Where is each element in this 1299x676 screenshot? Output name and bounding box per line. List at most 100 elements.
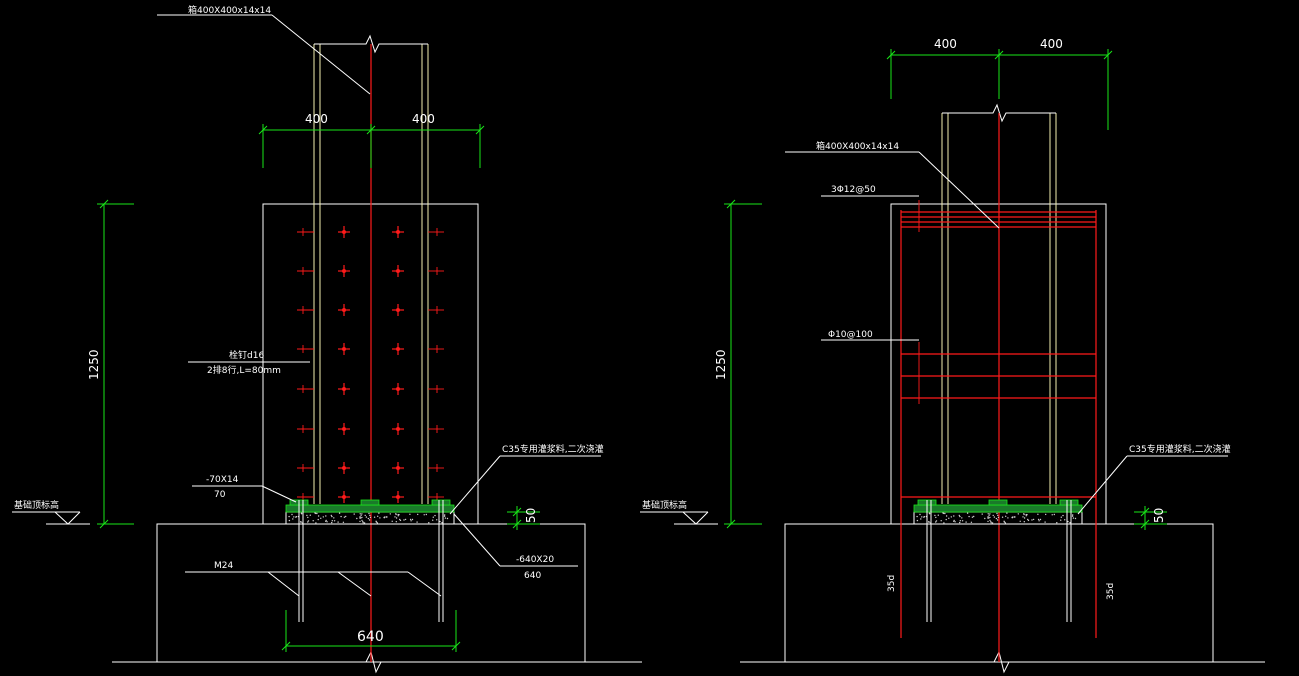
- grout-hatch-dot: [1053, 513, 1056, 516]
- grout-hatch-dot: [1004, 522, 1007, 524]
- grout-hatch-dot: [446, 517, 449, 520]
- grout-hatch-dot: [368, 512, 370, 515]
- grout-hatch-dot: [307, 520, 310, 522]
- grout-hatch-dot: [397, 515, 399, 517]
- left-dim-grout: [507, 506, 540, 530]
- grout-hatch-dot: [425, 513, 427, 516]
- grout-hatch-dot: [950, 516, 952, 518]
- grout-hatch-dot: [288, 519, 291, 522]
- grout-hatch-dot: [340, 515, 342, 518]
- shear-stud-head: [396, 308, 400, 312]
- right-detail: 400 400 箱400X400x14x14 3Φ12@50 Φ10@100 1…: [640, 37, 1265, 674]
- grout-hatch-dot: [360, 514, 362, 516]
- grout-hatch-dot: [990, 522, 992, 524]
- grout-hatch-dot: [312, 520, 314, 522]
- grout-hatch-dot: [428, 522, 430, 524]
- grout-hatch-dot: [389, 513, 391, 515]
- grout-hatch-dot: [288, 515, 290, 518]
- grout-hatch-dot: [443, 515, 446, 517]
- right-grout-label: C35专用灌浆料,二次浇灌: [1129, 443, 1231, 455]
- grout-hatch-dot: [394, 516, 396, 518]
- grout-hatch-dot: [988, 514, 990, 516]
- grout-hatch-dot: [1074, 517, 1077, 520]
- grout-hatch-dot: [981, 513, 983, 515]
- grout-hatch-dot: [409, 513, 411, 515]
- grout-hatch-dot: [916, 519, 919, 522]
- grout-hatch-dot: [1019, 520, 1021, 522]
- shear-stud-head: [342, 495, 346, 499]
- grout-hatch-dot: [333, 520, 336, 522]
- shear-stud-head: [396, 427, 400, 431]
- grout-hatch-dot: [316, 512, 318, 515]
- grout-hatch-dot: [995, 517, 998, 520]
- grout-hatch-dot: [356, 517, 358, 520]
- grout-hatch-dot: [1013, 516, 1015, 518]
- grout-hatch-dot: [326, 521, 328, 523]
- grout-hatch-dot: [1037, 518, 1040, 521]
- grout-hatch-dot: [317, 518, 319, 521]
- grout-hatch-dot: [1044, 521, 1046, 523]
- grout-hatch-dot: [1001, 516, 1004, 518]
- right-dim-grout: [1134, 506, 1167, 530]
- left-dim-top-left-text: 400: [305, 112, 328, 126]
- shear-stud-head: [342, 427, 346, 431]
- right-anchor-right-label: 35d: [1106, 583, 1116, 600]
- grout-hatch-dot: [992, 514, 994, 517]
- grout-hatch-dot: [434, 514, 436, 517]
- right-stirrup-label: Φ10@100: [828, 330, 873, 340]
- grout-hatch-dot: [997, 514, 999, 517]
- right-anchor-left-label: 35d: [887, 575, 897, 592]
- grout-hatch-dot: [359, 513, 361, 515]
- grout-hatch-dot: [359, 517, 361, 519]
- grout-hatch-dot: [375, 521, 378, 523]
- grout-hatch-dot: [973, 515, 975, 518]
- grout-hatch-dot: [368, 519, 371, 521]
- grout-hatch-dot: [343, 516, 346, 518]
- left-dim-grout-text: 50: [524, 508, 538, 523]
- right-dim-height-text: 1250: [714, 349, 728, 380]
- right-base-plate: [913, 504, 1083, 513]
- grout-hatch-dot: [916, 515, 918, 518]
- shear-stud-head: [342, 347, 346, 351]
- grout-hatch-dot: [369, 514, 371, 517]
- grout-hatch-dot: [365, 516, 368, 518]
- grout-hatch-dot: [965, 521, 967, 523]
- grout-hatch-dot: [966, 512, 969, 514]
- left-dim-plate: [281, 610, 461, 652]
- grout-hatch-dot: [300, 513, 303, 515]
- grout-hatch-dot: [379, 517, 381, 519]
- grout-hatch-dot: [423, 514, 425, 516]
- right-rebar-top-label: 3Φ12@50: [831, 185, 876, 195]
- grout-hatch-dot: [1051, 514, 1053, 516]
- grout-hatch-dot: [315, 522, 317, 524]
- grout-hatch-dot: [307, 516, 309, 519]
- grout-hatch-dot: [293, 516, 295, 518]
- shear-stud-head: [342, 230, 346, 234]
- grout-hatch-dot: [338, 512, 341, 514]
- grout-hatch-dot: [984, 517, 986, 520]
- grout-hatch-dot: [1023, 521, 1025, 523]
- grout-hatch-dot: [331, 515, 333, 518]
- left-anchor-bolts: [298, 500, 444, 622]
- grout-hatch-dot: [432, 519, 434, 521]
- grout-hatch-dot: [997, 516, 1000, 519]
- grout-hatch-dot: [376, 522, 379, 524]
- grout-hatch-dot: [987, 513, 989, 515]
- grout-hatch-dot: [369, 516, 372, 519]
- grout-hatch-dot: [385, 516, 387, 518]
- left-base-level-label: 基础顶标高: [14, 499, 59, 511]
- grout-hatch-dot: [383, 517, 385, 519]
- grout-hatch-dot: [377, 515, 379, 517]
- right-rib-2: [988, 499, 1008, 506]
- grout-hatch-dot: [989, 513, 991, 515]
- grout-hatch-dot: [364, 514, 366, 517]
- right-dim-top-right-text: 400: [1040, 37, 1063, 51]
- grout-hatch-dot: [444, 517, 447, 519]
- grout-hatch-dot: [322, 516, 324, 518]
- grout-hatch-dot: [1007, 517, 1009, 519]
- grout-hatch-dot: [1060, 516, 1063, 518]
- right-anchor-bolts: [926, 500, 1072, 622]
- grout-hatch-dot: [378, 512, 380, 514]
- left-rib-label-top: -70X14: [206, 475, 239, 485]
- grout-hatch-dot: [395, 517, 398, 519]
